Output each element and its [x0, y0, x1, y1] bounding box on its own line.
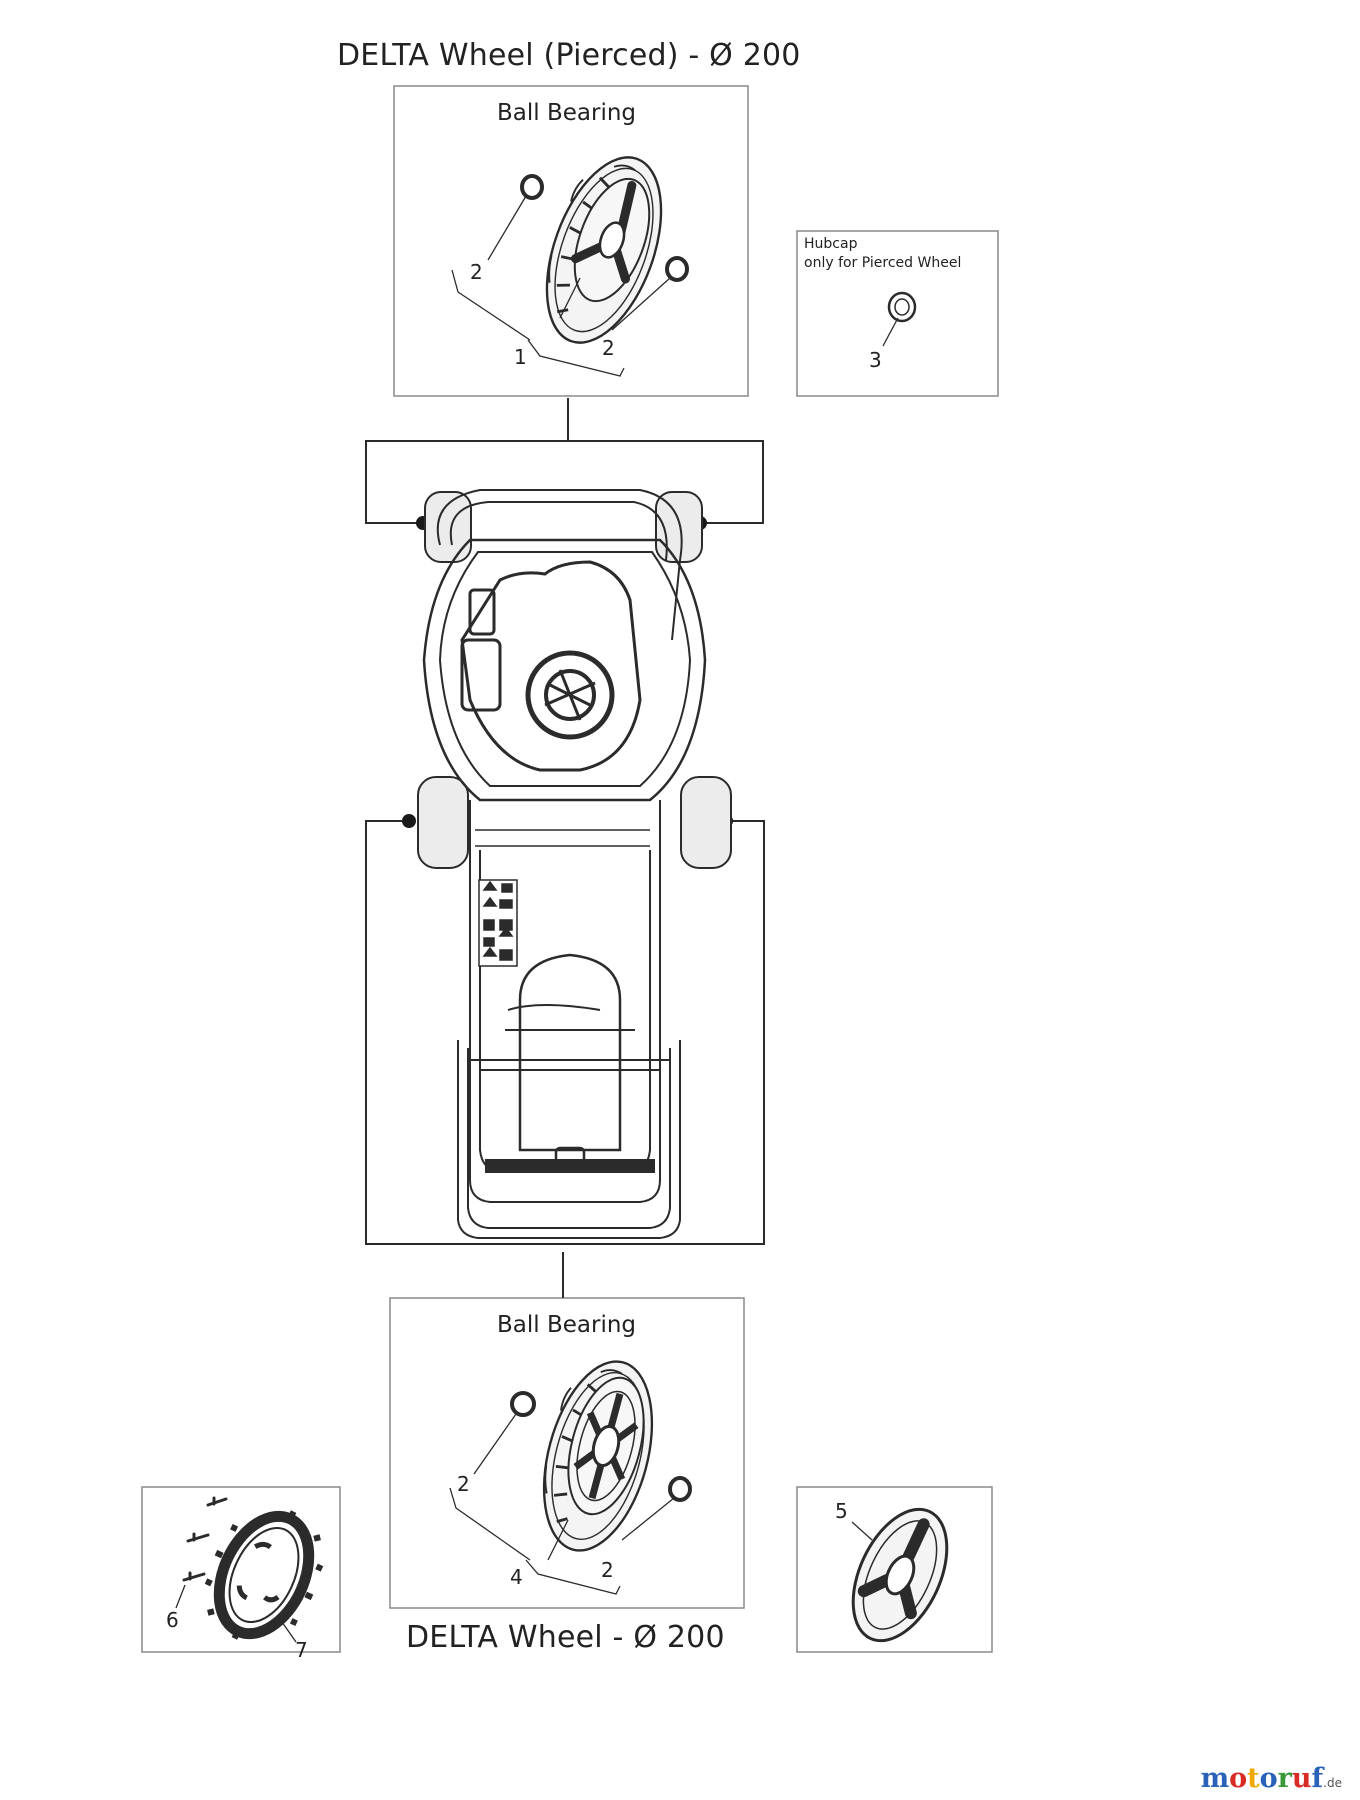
- hubcap-label-line1: Hubcap: [804, 236, 858, 252]
- bearing-upper: [520, 174, 544, 200]
- brand-letter: u: [1291, 1763, 1312, 1794]
- screws: [182, 1496, 228, 1582]
- top-wheel-illustration: [451, 140, 689, 377]
- callout-hubcap: 3: [869, 348, 882, 372]
- brand-tld: .de: [1323, 1776, 1342, 1790]
- brand-letter: m: [1200, 1763, 1230, 1794]
- hubcap-illustration: [882, 291, 917, 347]
- top-wheel-panel: [393, 85, 749, 397]
- callout-screws: 6: [166, 1608, 179, 1632]
- panel-borders: [141, 85, 999, 1653]
- callout-cover: 5: [835, 1499, 848, 1523]
- top-heading: DELTA Wheel (Pierced) - Ø 200: [337, 38, 801, 73]
- callout-top-bearing-upper: 2: [470, 260, 483, 284]
- cover-panel: [796, 1486, 993, 1653]
- brand-logo: motoruf.de: [1201, 1763, 1342, 1794]
- rear-right-wheel: [680, 776, 732, 869]
- warning-labels: [478, 879, 518, 967]
- brand-letter: f: [1311, 1763, 1324, 1794]
- brand-letter: o: [1229, 1763, 1248, 1794]
- brand-letter: t: [1247, 1763, 1260, 1794]
- bottom-wheel-illustration: [449, 1348, 692, 1595]
- top-wheel-panel-label: Ball Bearing: [497, 100, 637, 126]
- brand-letter: r: [1277, 1763, 1292, 1794]
- cover-illustration: [851, 1507, 949, 1643]
- bearing-upper: [510, 1391, 536, 1417]
- gear-panel: [141, 1486, 341, 1653]
- brand-letter: o: [1259, 1763, 1278, 1794]
- hubcap-label-line2: only for Pierced Wheel: [804, 255, 962, 271]
- mower-illustration: [417, 489, 732, 1239]
- callout-top-bearing-lower: 2: [602, 336, 615, 360]
- bottom-wheel-panel: [389, 1297, 745, 1609]
- rear-left-wheel: [417, 776, 469, 869]
- gear-illustration: [175, 1496, 324, 1643]
- callout-gear-ring: 7: [295, 1638, 308, 1662]
- callout-bottom-bearing-lower: 2: [601, 1558, 614, 1582]
- hubcap-panel: [796, 230, 999, 397]
- bearing-lower: [668, 1476, 692, 1502]
- callout-bottom-bearing-upper: 2: [457, 1472, 470, 1496]
- bottom-wheel-panel-label: Ball Bearing: [497, 1312, 637, 1338]
- connector-lines: [365, 398, 765, 1298]
- front-left-wheel: [424, 491, 472, 563]
- callout-bottom-wheel: 4: [510, 1565, 523, 1589]
- callout-top-wheel: 1: [514, 345, 527, 369]
- bearing-lower: [665, 256, 689, 282]
- bottom-heading: DELTA Wheel - Ø 200: [406, 1620, 725, 1655]
